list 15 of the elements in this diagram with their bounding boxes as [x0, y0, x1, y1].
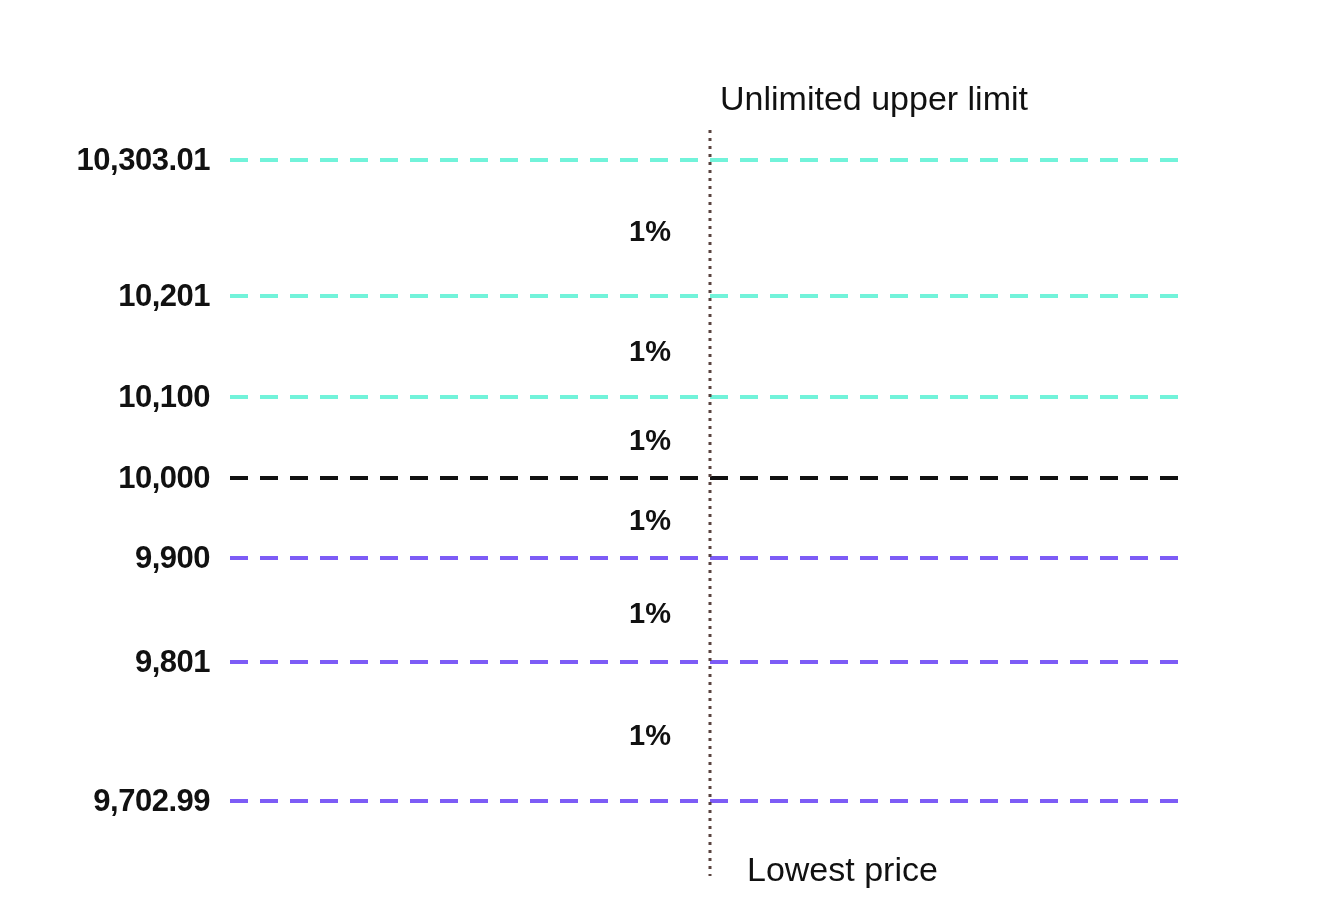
price-level-label: 9,702.99 — [93, 782, 210, 820]
price-level-label: 9,900 — [134, 539, 210, 577]
percent-step-label: 1% — [629, 503, 671, 538]
percent-step-label: 1% — [629, 214, 671, 249]
percent-step-label: 1% — [629, 596, 671, 631]
price-level-label: 10,100 — [118, 378, 210, 416]
price-level-label: 9,801 — [134, 643, 210, 681]
range-note: Unlimited upper limit — [720, 78, 1028, 118]
price-level-label: 10,201 — [118, 277, 210, 315]
range-note: Lowest price — [747, 849, 938, 889]
percent-step-label: 1% — [629, 334, 671, 369]
price-level-label: 10,000 — [118, 459, 210, 497]
price-level-label: 10,303.01 — [76, 141, 210, 179]
percent-step-label: 1% — [629, 718, 671, 753]
percent-step-label: 1% — [629, 423, 671, 458]
